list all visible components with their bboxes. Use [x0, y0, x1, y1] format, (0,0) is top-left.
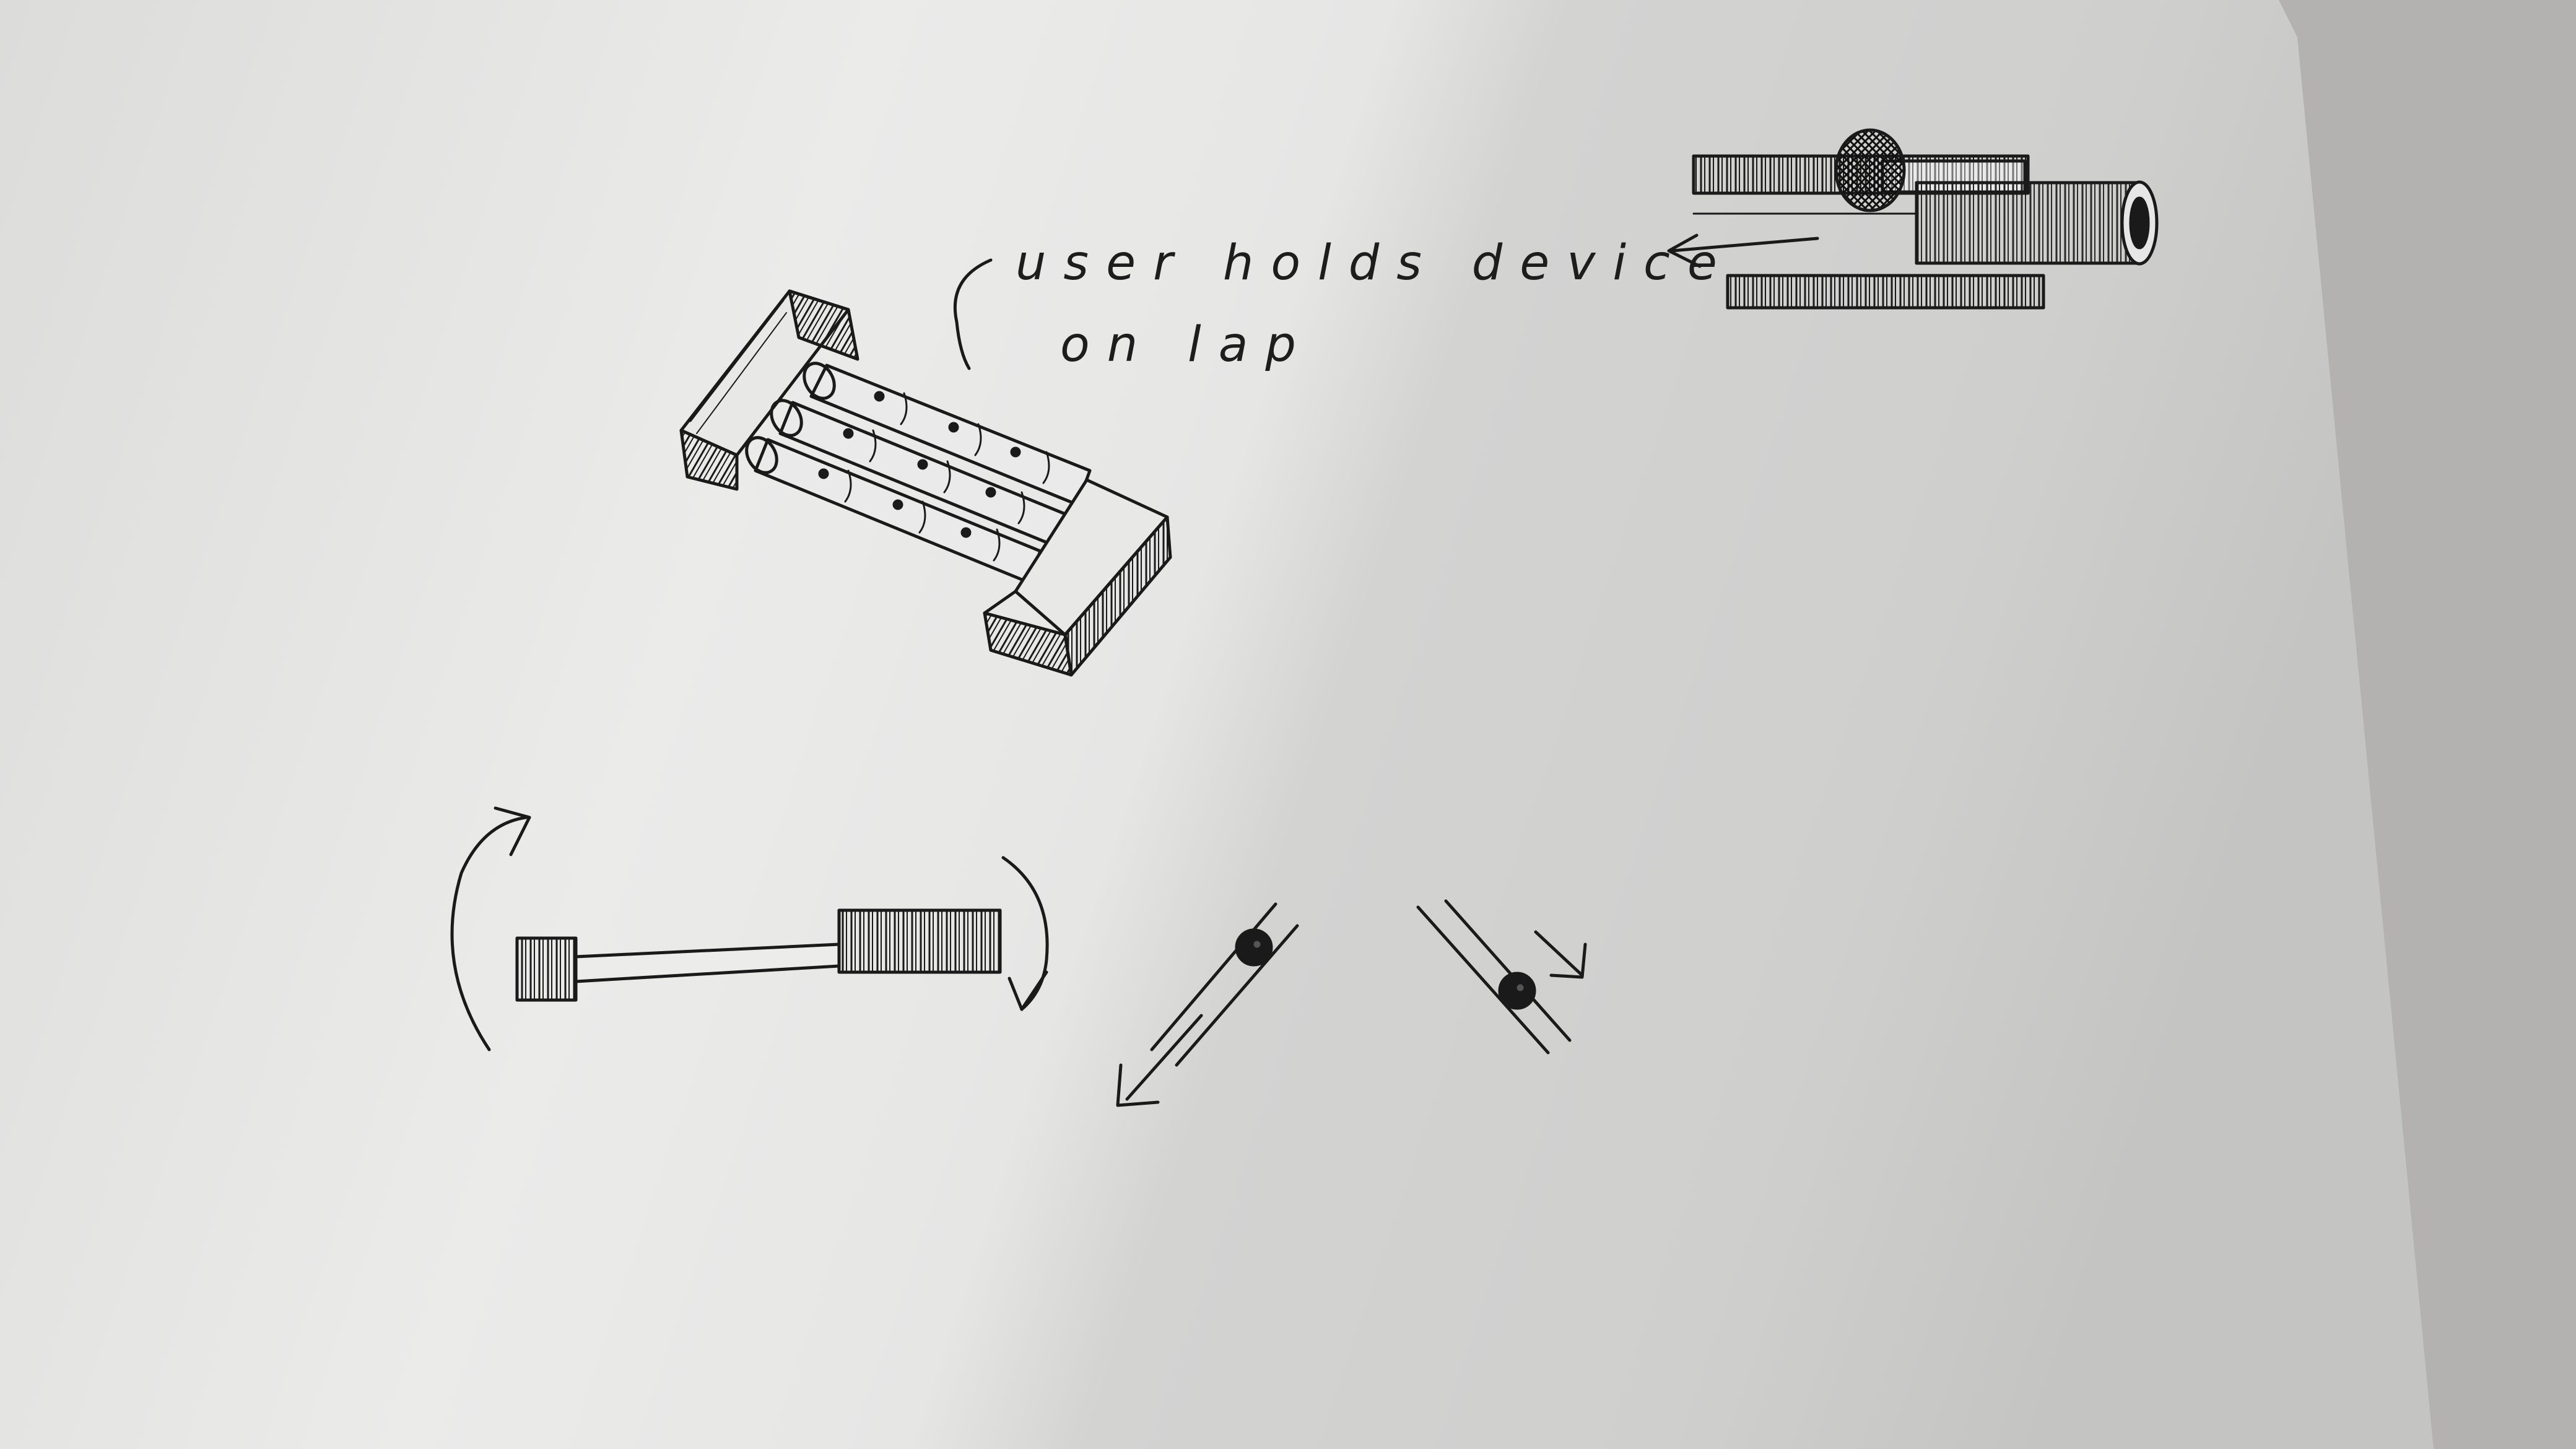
pinion-gear [1836, 130, 1904, 211]
annotation-line-2: on lap [1060, 317, 1313, 373]
main-cylinder [1917, 183, 2139, 263]
left-knob [517, 938, 576, 1000]
lower-rack [1728, 276, 2043, 308]
right-knob [839, 910, 1000, 972]
annotation-line-1: user holds device [1016, 235, 1734, 291]
